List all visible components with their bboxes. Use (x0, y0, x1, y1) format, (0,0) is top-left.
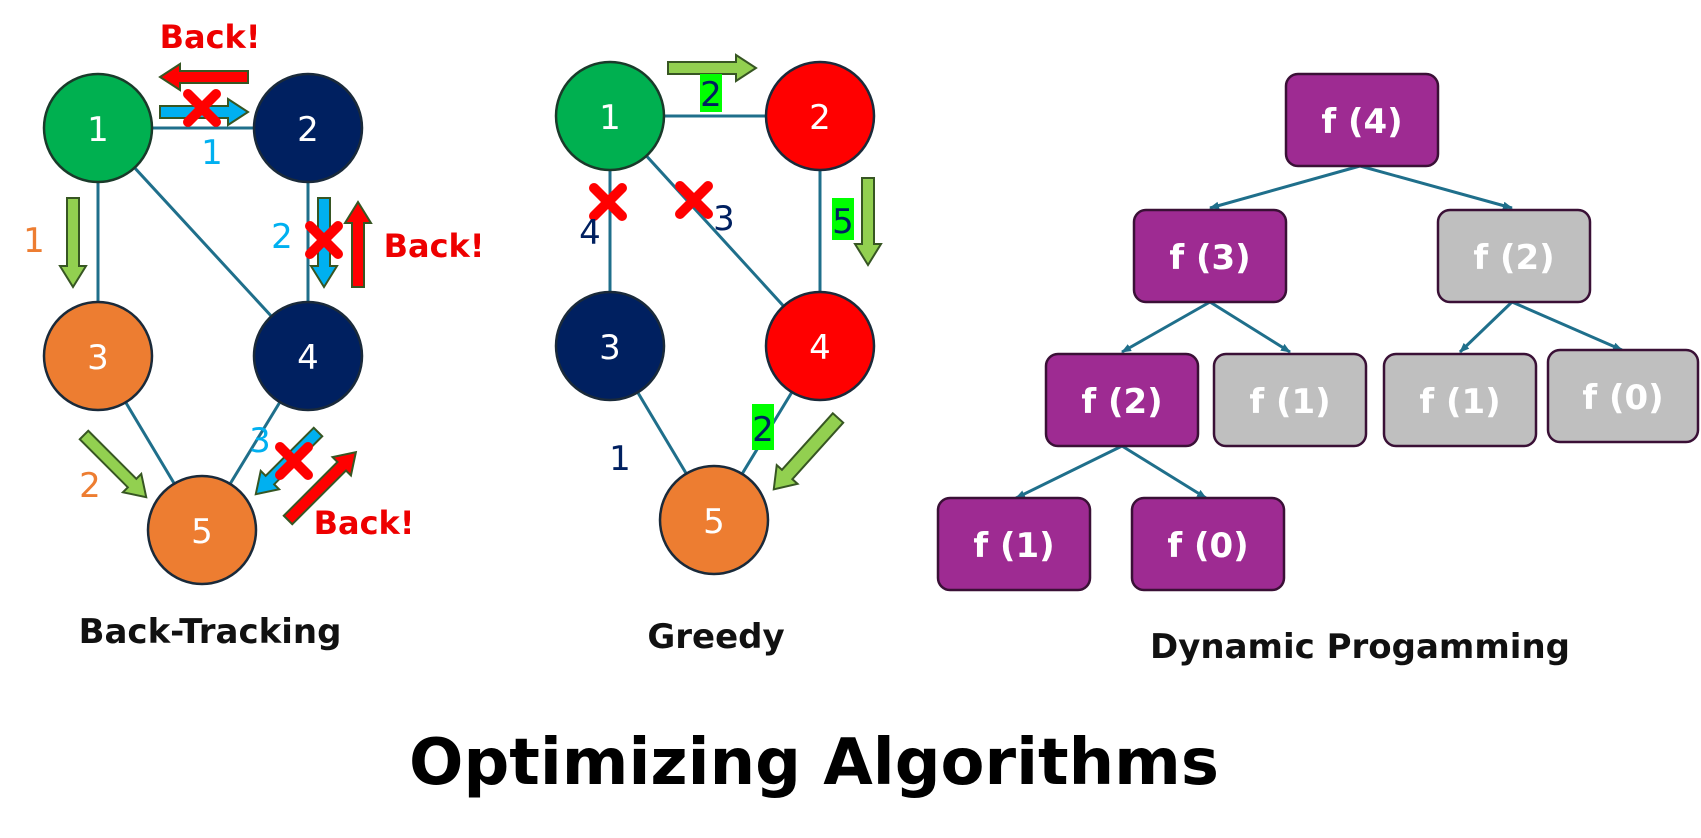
dp-edge-f3-f1 (1209, 300, 1291, 354)
bt-node-4-label: 4 (297, 338, 319, 378)
dp-caption: Dynamic Progamming (1150, 627, 1570, 667)
bt-node-2 (252, 72, 364, 184)
gr-edge-label-4-5: 2 (752, 410, 774, 450)
gr-node-2 (764, 60, 876, 172)
bt-back-label-right: Back! (384, 227, 485, 265)
dp-edge-f4-f2 (1359, 164, 1513, 210)
dp-box-f4-label: f (4) (1321, 102, 1402, 142)
dp-box-f0-bottom (1130, 496, 1286, 592)
gr-edge-label-1-2: 2 (700, 75, 722, 115)
greedy-graph: 1 2 3 4 5 2 5 2 4 3 1 Greedy (554, 53, 883, 657)
gr-node-4-label: 4 (809, 328, 831, 368)
gr-cross-icon-1-4 (675, 181, 713, 219)
gr-node-3-label: 3 (599, 328, 621, 368)
gr-forward-arrow-1-2 (667, 53, 758, 83)
bt-cross-icon-4-5 (275, 442, 313, 480)
bt-edge-label-3-5: 2 (79, 466, 101, 506)
bt-back-arrow-top (158, 62, 249, 92)
dp-box-f2-right-label: f (2) (1473, 238, 1554, 278)
gr-node-1-label: 1 (599, 98, 621, 138)
gr-node-4 (764, 290, 876, 402)
gr-highlight-1-2 (700, 74, 722, 112)
backtracking-graph: 1 2 3 4 5 (23, 18, 484, 652)
dp-box-f2-right (1436, 208, 1592, 304)
dp-box-f0-right-label: f (0) (1582, 378, 1663, 418)
dp-edge-f4-f3 (1209, 164, 1361, 210)
dp-edge-f2r-f0 (1511, 300, 1623, 352)
bt-caption: Back-Tracking (79, 612, 342, 652)
bt-forward-arrow-3-5 (78, 429, 148, 499)
dp-edge-f2-f1 (1015, 444, 1123, 500)
dp-box-f1-bottom-label: f (1) (973, 526, 1054, 566)
dp-box-f0-right (1546, 348, 1700, 444)
bt-node-1 (42, 72, 154, 184)
gr-caption: Greedy (647, 617, 784, 657)
bt-back-label-top: Back! (160, 18, 261, 56)
gr-node-2-label: 2 (809, 98, 831, 138)
gr-forward-arrow-4-5 (772, 411, 845, 491)
dp-box-f0-bottom-label: f (0) (1167, 526, 1248, 566)
gr-highlight-4-5 (752, 404, 774, 450)
gr-forward-arrow-2-4 (853, 177, 883, 267)
bt-edge-label-4-5: 3 (249, 421, 271, 461)
dp-box-f1-right (1382, 352, 1538, 448)
bt-node-5-label: 5 (191, 512, 213, 552)
gr-highlight-2-4 (832, 198, 854, 240)
dp-edge-f3-f2 (1121, 300, 1211, 354)
dp-box-f2-label: f (2) (1081, 382, 1162, 422)
bt-back-label-bottom: Back! (314, 504, 415, 542)
bt-node-3-label: 3 (87, 338, 109, 378)
bt-edge-label-2-4: 2 (271, 217, 293, 257)
bt-edge-label-1-2: 1 (201, 133, 223, 173)
dp-tree: f (4) f (3) f (2) f (2) f (1) f (1) f (0… (936, 72, 1700, 667)
dp-edge-f2r-f1 (1458, 300, 1514, 354)
gr-node-5-label: 5 (703, 502, 725, 542)
bt-back-arrow-2-4 (343, 200, 373, 288)
dp-box-f1-mid (1212, 352, 1368, 448)
bt-forward-arrow-1-3 (58, 197, 88, 289)
gr-node-3 (554, 290, 666, 402)
gr-node-5 (658, 464, 770, 576)
dp-box-f1-right-label: f (1) (1419, 382, 1500, 422)
gr-node-1 (554, 60, 666, 172)
gr-edge-label-3-5: 1 (609, 439, 631, 479)
dp-box-f3 (1132, 208, 1288, 304)
dp-box-f4 (1284, 72, 1440, 168)
gr-cross-icon-1-3 (589, 183, 627, 221)
bt-back-arrow-4-5 (282, 450, 358, 526)
dp-box-f1-mid-label: f (1) (1249, 382, 1330, 422)
bt-node-3 (42, 300, 154, 412)
bt-node-4 (252, 300, 364, 412)
bt-node-2-label: 2 (297, 110, 319, 150)
bt-cross-icon-2-4 (305, 221, 343, 259)
dp-edge-f2-f0 (1121, 444, 1207, 500)
bt-node-5 (146, 474, 258, 586)
bt-edge-label-1-3: 1 (23, 221, 45, 261)
bt-node-1-label: 1 (87, 110, 109, 150)
dp-box-f3-label: f (3) (1169, 238, 1250, 278)
dp-box-f1-bottom (936, 496, 1092, 592)
gr-edge-label-1-3: 4 (579, 213, 601, 253)
gr-edge-label-1-4: 3 (713, 199, 735, 239)
gr-edge-label-2-4: 5 (832, 202, 854, 242)
bt-cross-icon-top (183, 89, 221, 127)
dp-box-f2 (1044, 352, 1200, 448)
main-title: Optimizing Algorithms (409, 726, 1219, 800)
